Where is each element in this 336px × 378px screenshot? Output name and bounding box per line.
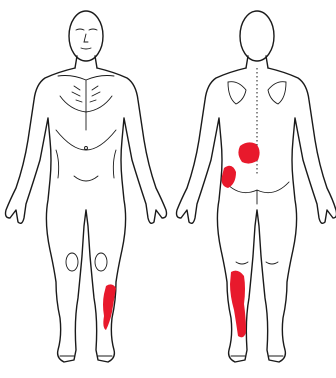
back-body-figure (177, 11, 336, 362)
front-head (69, 11, 103, 61)
front-chest-detail (56, 76, 116, 182)
back-body-outline (177, 68, 336, 362)
back-head (240, 11, 274, 61)
front-body-figure (6, 11, 167, 362)
pain-region-back-hip (222, 166, 236, 188)
back-buttocks (225, 182, 289, 204)
pain-region-back-lower-leg (230, 271, 246, 338)
back-knees (236, 262, 278, 264)
front-face (76, 29, 97, 49)
front-knees (66, 253, 107, 271)
pain-region-back-lower-back (238, 142, 259, 163)
